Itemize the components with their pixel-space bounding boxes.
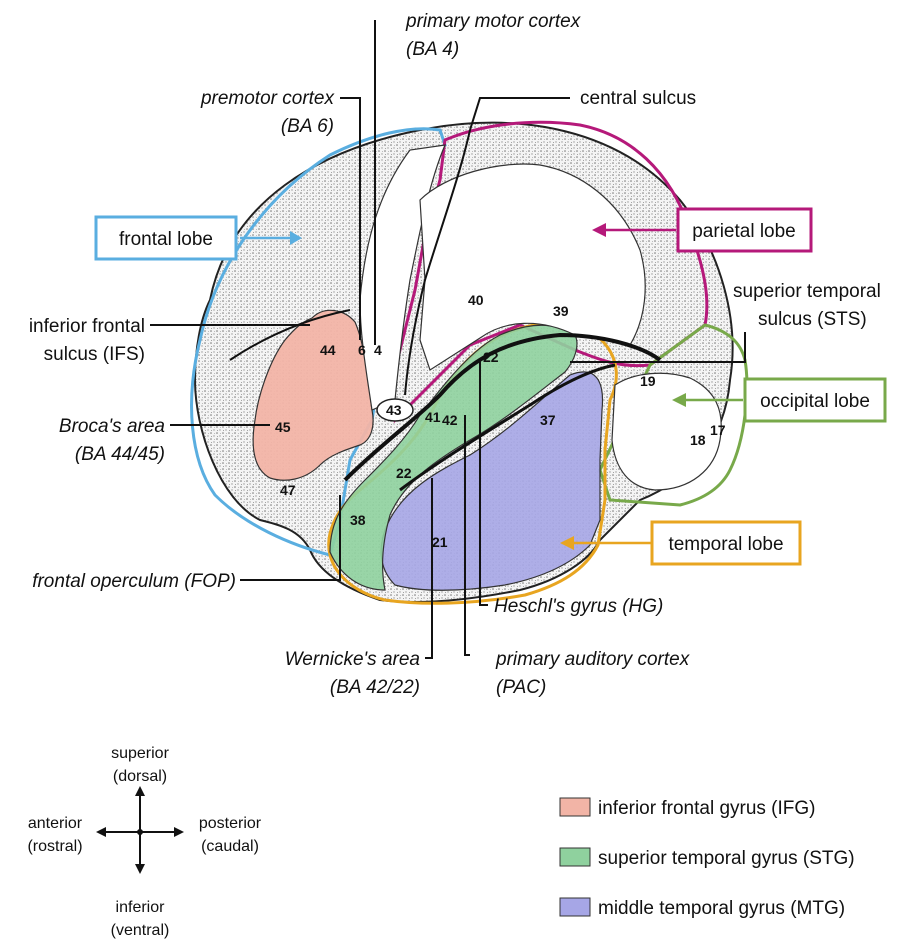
legend-swatch-ifg [560,798,590,816]
legend-label-stg: superior temporal gyrus (STG) [598,848,855,869]
compass-superior-sub: (dorsal) [113,768,167,785]
occipital-lobe-label: occipital lobe [760,391,870,412]
area-41: 41 [425,409,441,425]
primary-motor-ba: (BA 4) [406,39,459,60]
compass-center [137,829,143,835]
area-37: 37 [540,412,556,428]
heschl-label: Heschl's gyrus (HG) [494,596,663,617]
wernicke-ba: (BA 42/22) [330,677,420,698]
wernicke-label: Wernicke's area [285,649,420,670]
area-44: 44 [320,342,336,358]
central-sulcus-label: central sulcus [580,88,696,109]
compass-arrow-left [96,827,106,837]
ifs-label: inferior frontal [29,316,145,337]
area-22-upper: 22 [483,349,499,365]
compass-arrow-down [135,864,145,874]
compass-arrow-right [174,827,184,837]
sts-label-2: sulcus (STS) [758,309,867,330]
premotor-label: premotor cortex [200,88,336,109]
area-39: 39 [553,303,569,319]
fop-label: frontal operculum (FOP) [32,571,236,592]
area-22-lower: 22 [396,465,412,481]
legend-label-ifg: inferior frontal gyrus (IFG) [598,798,816,819]
pac-abbr: (PAC) [496,677,546,698]
area-42: 42 [442,412,458,428]
parietal-lobe-label: parietal lobe [692,221,796,242]
pac-label: primary auditory cortex [495,649,691,670]
compass-arrow-up [135,786,145,796]
area-21: 21 [432,534,448,550]
compass-posterior-sub: (caudal) [201,838,259,855]
legend: inferior frontal gyrus (IFG) superior te… [560,798,855,919]
legend-swatch-stg [560,848,590,866]
compass-posterior: posterior [199,815,262,832]
frontal-lobe-label: frontal lobe [119,229,213,250]
area-18: 18 [690,432,706,448]
brocas-ba: (BA 44/45) [75,444,165,465]
legend-swatch-mtg [560,898,590,916]
area-17: 17 [710,422,726,438]
primary-motor-label: primary motor cortex [405,11,582,32]
area-6: 6 [358,342,366,358]
area-38: 38 [350,512,366,528]
premotor-ba: (BA 6) [281,116,334,137]
sts-label: superior temporal [733,281,881,302]
compass-anterior: anterior [28,815,83,832]
ifs-label-2: sulcus (IFS) [44,344,145,365]
area-43: 43 [386,402,402,418]
area-47: 47 [280,482,296,498]
compass-inferior: inferior [116,899,166,916]
compass-anterior-sub: (rostral) [27,838,82,855]
compass-superior: superior [111,745,169,762]
area-45: 45 [275,419,291,435]
brocas-label: Broca's area [59,416,165,437]
orientation-compass: superior (dorsal) anterior (rostral) pos… [27,745,261,939]
area-40: 40 [468,292,484,308]
legend-label-mtg: middle temporal gyrus (MTG) [598,898,845,919]
compass-inferior-sub: (ventral) [111,922,170,939]
area-19: 19 [640,373,656,389]
temporal-lobe-label: temporal lobe [668,534,783,555]
